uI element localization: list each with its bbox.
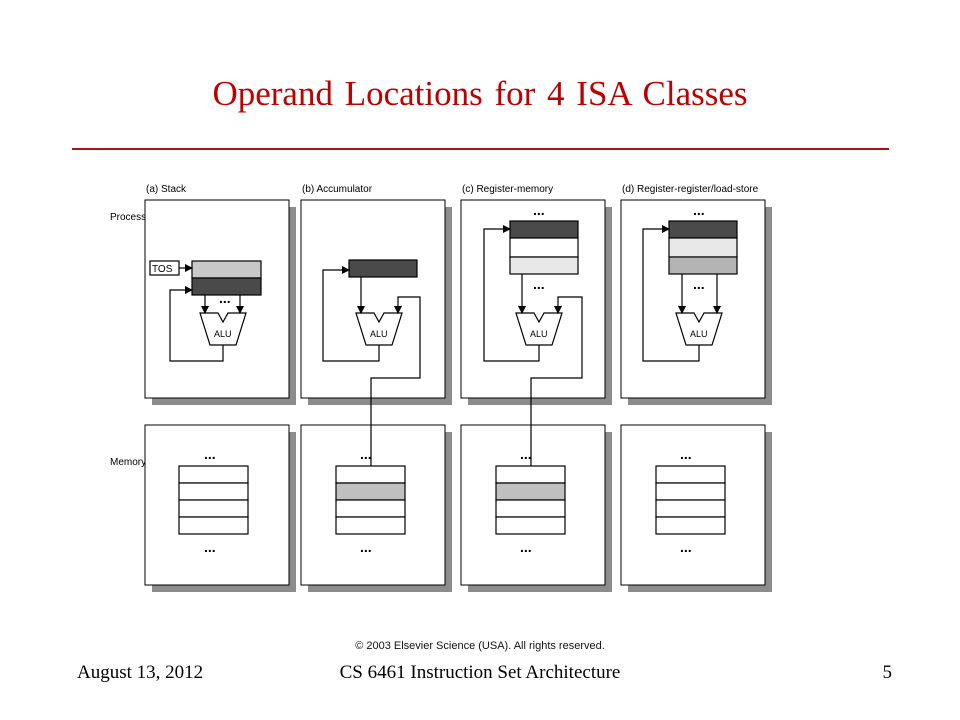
register — [509, 220, 579, 239]
ellipsis: ... — [360, 446, 372, 462]
accumulator-internals — [322, 259, 421, 485]
alu-shape — [515, 312, 563, 346]
ellipsis: ... — [520, 539, 532, 555]
footer-course: CS 6461 Instruction Set Architecture — [339, 662, 621, 683]
panel-label-register-register: (d) Register-register/load-store — [622, 184, 759, 195]
copyright-notice: © 2003 Elsevier Science (USA). All right… — [355, 640, 605, 652]
panel-label-register-memory: (c) Register-memory — [462, 184, 553, 195]
register — [668, 237, 738, 258]
ellipsis: ... — [204, 446, 216, 462]
page-number: 5 — [882, 662, 893, 683]
stack-internals — [149, 260, 262, 362]
processor-box-accumulator — [300, 199, 452, 405]
panel-label-accumulator: (b) Accumulator — [302, 184, 373, 195]
alu-label: ALU — [214, 329, 232, 339]
row-label-memory: Memory — [110, 457, 146, 468]
memory-cells-stack — [178, 465, 249, 535]
panel-label-stack: (a) Stack — [146, 184, 187, 195]
memory-cells-register-register — [655, 465, 726, 535]
title-divider — [72, 148, 889, 150]
processor-box-register-memory — [460, 199, 612, 405]
ellipsis: ... — [520, 446, 532, 462]
register — [668, 220, 738, 239]
ellipsis: ... — [533, 202, 545, 218]
register — [509, 256, 579, 275]
footer-date: August 13, 2012 — [77, 662, 204, 683]
alu-shape — [355, 312, 403, 346]
ellipsis: ... — [680, 539, 692, 555]
tos-label: TOS — [152, 264, 173, 275]
alu-label: ALU — [530, 329, 548, 339]
slide-title: Operand Locations for 4 ISA Classes — [212, 74, 748, 113]
row-label-processor: Processor — [110, 212, 156, 223]
register — [668, 256, 738, 275]
register-register-internals — [642, 220, 738, 362]
ellipsis: ... — [533, 276, 545, 292]
alu-label: ALU — [690, 329, 708, 339]
register-memory-internals — [483, 220, 583, 485]
ellipsis: ... — [680, 446, 692, 462]
alu-label: ALU — [370, 329, 388, 339]
ellipsis: ... — [204, 539, 216, 555]
ellipsis: ... — [219, 290, 231, 306]
tos-register — [191, 260, 262, 279]
processor-box-stack — [144, 199, 296, 405]
memory-cells-accumulator — [335, 465, 406, 535]
ellipsis: ... — [693, 202, 705, 218]
register — [509, 237, 579, 258]
ellipsis: ... — [693, 276, 705, 292]
memory-cells-register-memory — [495, 465, 566, 535]
accumulator-register — [348, 259, 418, 278]
ellipsis: ... — [360, 539, 372, 555]
